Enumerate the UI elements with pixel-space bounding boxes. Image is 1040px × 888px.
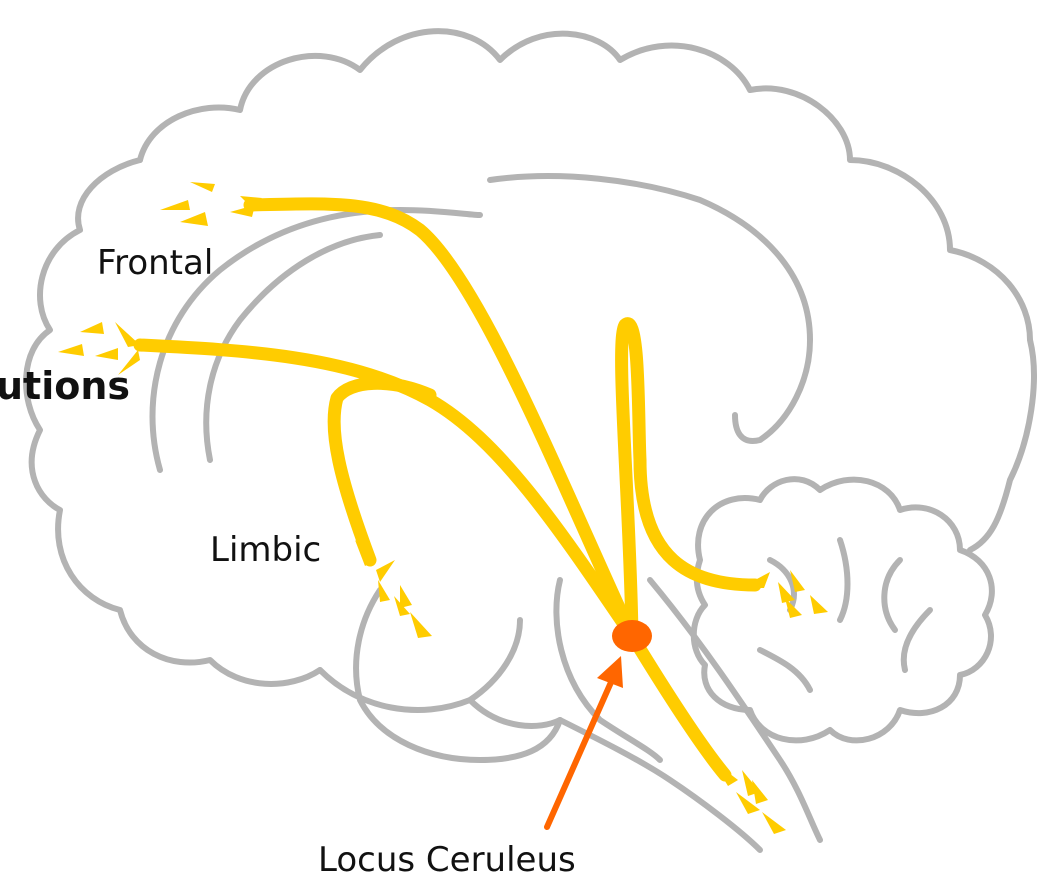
cerebellar-pathway: [622, 324, 755, 636]
arrowhead-pf-3: [95, 348, 118, 360]
temporal-tip: [356, 590, 560, 760]
pointer-arrow-shaft: [547, 680, 612, 827]
cut-off-heading: utions: [0, 364, 130, 408]
arrowhead-cer-4: [810, 595, 828, 614]
arrowhead-spinal-5: [742, 770, 760, 796]
arrowhead-limbic-4: [400, 585, 412, 608]
arrowhead-limbic-2: [376, 560, 395, 582]
arrowhead-pf-2: [58, 344, 84, 356]
brainstem-outline: [560, 720, 760, 850]
cerebellum-folia: [760, 540, 930, 690]
arrowhead-frontal-4: [230, 205, 255, 217]
arrowhead-frontal-1: [190, 182, 215, 192]
frontal-pathway: [250, 204, 632, 636]
label-limbic: Limbic: [210, 530, 321, 570]
label-frontal: Frontal: [97, 243, 213, 283]
limbic-pathway: [334, 383, 430, 560]
pons-outline: [470, 620, 520, 700]
arrowhead-frontal-3: [180, 212, 208, 226]
arrowhead-spinal-4: [762, 812, 786, 834]
cortex-outline: [140, 31, 1034, 550]
arrowhead-frontal-2: [160, 200, 190, 210]
locus-ceruleus-dot: [612, 620, 652, 652]
brain-outline: [26, 31, 1034, 850]
label-locus-ceruleus: Locus Ceruleus: [318, 840, 576, 880]
pointer-arrow: [547, 656, 623, 827]
arrowhead-pf-4: [115, 322, 140, 347]
sulcus-3: [490, 176, 810, 441]
arrowhead-limbic-3: [378, 580, 390, 602]
projection-pathways: [140, 204, 755, 775]
arrowhead-limbic-5: [410, 612, 432, 638]
arrowhead-pf-1: [80, 322, 104, 334]
